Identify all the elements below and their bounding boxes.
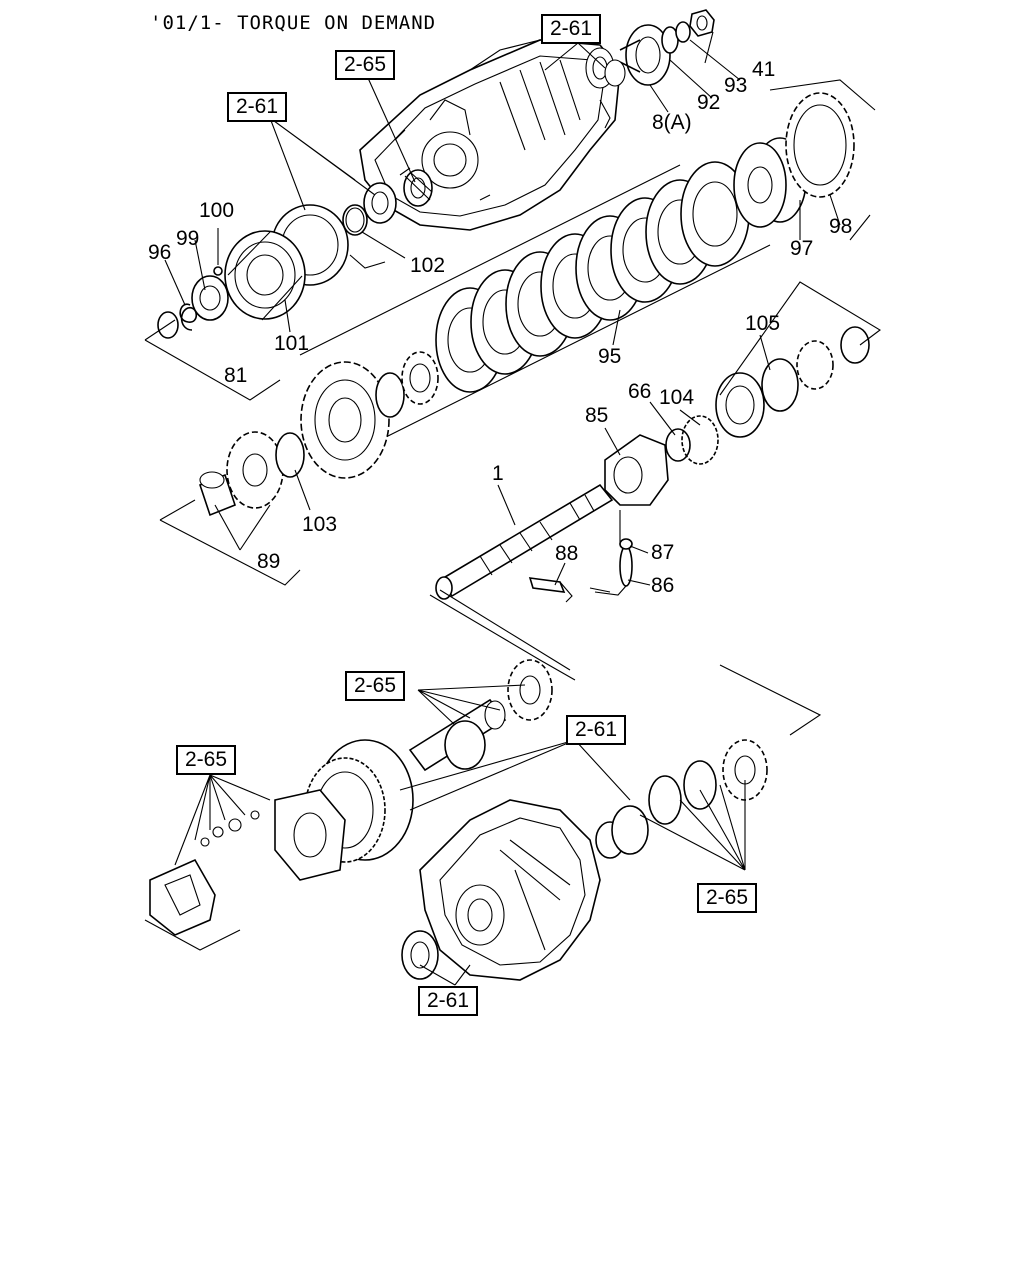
ref-2-65-right[interactable]: 2-65	[697, 883, 758, 913]
part-number-96[interactable]: 96	[148, 241, 172, 264]
output-gear-top	[429, 594, 576, 721]
snap-ring-102	[342, 204, 368, 236]
part-number-102[interactable]: 102	[410, 254, 446, 277]
ref-2-65-top[interactable]: 2-65	[335, 50, 396, 80]
front-housing	[419, 799, 601, 981]
leader-lines	[164, 31, 841, 986]
spring-96	[179, 303, 198, 331]
clutch-drum-97	[733, 137, 807, 228]
part-number-41[interactable]: 41	[752, 58, 776, 81]
bearing-104	[681, 415, 719, 465]
part-number-85[interactable]: 85	[585, 404, 609, 427]
part-number-93[interactable]: 93	[724, 74, 748, 97]
clutch-pack-95	[299, 161, 771, 466]
part-number-104[interactable]: 104	[659, 386, 695, 409]
ring-66	[665, 428, 691, 462]
bushing-89	[199, 471, 236, 517]
gear-large	[300, 361, 390, 479]
part-number-105[interactable]: 105	[745, 312, 781, 335]
oil-seal-bottom	[401, 930, 439, 980]
ref-2-65-left[interactable]: 2-65	[176, 745, 237, 775]
part-number-101[interactable]: 101	[274, 332, 310, 355]
right-gear-set	[595, 664, 822, 859]
mainshaft-1	[435, 483, 614, 671]
ref-2-65-mid[interactable]: 2-65	[345, 671, 406, 701]
adapter-plate	[274, 789, 346, 881]
washer-93	[675, 21, 691, 43]
ref-2-61-top[interactable]: 2-61	[541, 14, 602, 44]
ref-2-61-mid[interactable]: 2-61	[566, 715, 627, 745]
thrust-washer	[375, 372, 405, 418]
differential-pinion	[408, 698, 507, 772]
part-number-100[interactable]: 100	[199, 199, 235, 222]
diagram-title: '01/1- TORQUE ON DEMAND	[150, 12, 437, 34]
pin-88	[528, 577, 573, 603]
part-number-88[interactable]: 88	[555, 542, 579, 565]
nut-41	[689, 9, 715, 37]
group-bracket-81	[144, 319, 281, 401]
part-number-89[interactable]: 89	[257, 550, 281, 573]
ref-2-61-bottom[interactable]: 2-61	[418, 986, 479, 1016]
part-number-99[interactable]: 99	[176, 227, 200, 250]
part-number-92[interactable]: 92	[697, 91, 721, 114]
part-number-8a[interactable]: 8(A)	[652, 111, 692, 134]
end-cover	[144, 858, 241, 951]
part-number-66[interactable]: 66	[628, 380, 652, 403]
gear-small-89	[226, 431, 284, 509]
part-number-97[interactable]: 97	[790, 237, 814, 260]
pin-small	[589, 587, 611, 593]
ball-100	[213, 266, 223, 276]
small-parts-2-65	[200, 810, 260, 847]
part-number-86[interactable]: 86	[651, 574, 675, 597]
pin-86	[594, 510, 633, 596]
snap-ring-81	[157, 311, 179, 339]
companion-flange	[604, 24, 671, 87]
part-number-87[interactable]: 87	[651, 541, 675, 564]
part-number-95[interactable]: 95	[598, 345, 622, 368]
part-number-1[interactable]: 1	[492, 462, 504, 485]
group-bracket-89	[159, 499, 301, 586]
hub-105	[715, 281, 881, 438]
electromagnet-101	[224, 204, 386, 321]
bearing-left-2-61	[363, 182, 397, 224]
washer-99	[191, 275, 229, 321]
part-number-103[interactable]: 103	[302, 513, 338, 536]
part-number-81[interactable]: 81	[224, 364, 248, 387]
part-number-98[interactable]: 98	[829, 215, 853, 238]
rear-housing	[359, 39, 621, 231]
bearing-top-2-65	[403, 169, 433, 207]
spline-hub	[401, 351, 439, 405]
spring-87	[619, 538, 633, 550]
gear-98	[769, 79, 876, 241]
washer-103	[275, 432, 305, 478]
oil-pump-85	[604, 434, 669, 506]
ref-2-61-left[interactable]: 2-61	[227, 92, 288, 122]
